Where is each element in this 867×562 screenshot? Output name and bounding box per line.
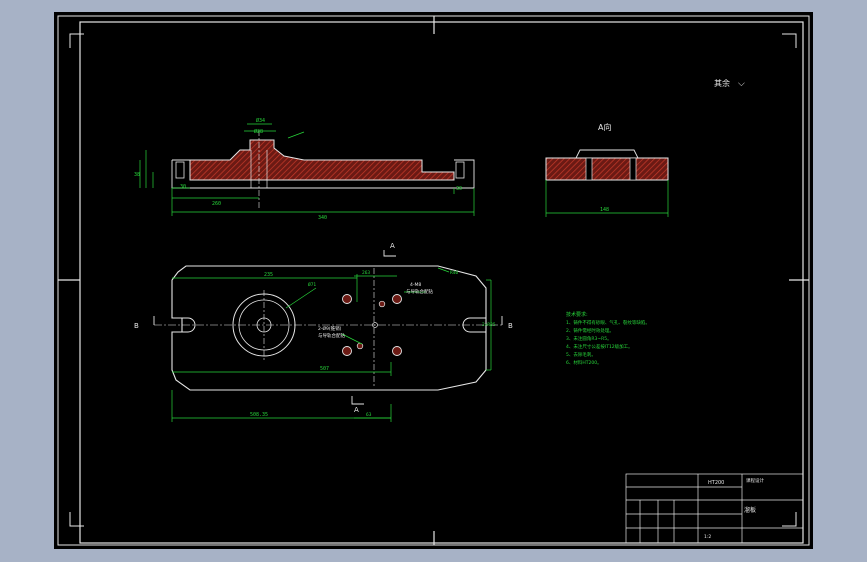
section-a-top: A xyxy=(390,242,395,250)
title-block xyxy=(625,473,804,544)
dim-diameter-28: Ø28 xyxy=(254,128,263,135)
section-b-right: B xyxy=(508,322,513,330)
callout-m8: 4-M8 xyxy=(410,282,421,288)
title-part-name: 溜板 xyxy=(744,506,756,514)
cad-drawing: 其余 ⌵ Ø34 Ø28 340 260 30 38 30 xyxy=(57,15,810,546)
dim-plan-263: 263 xyxy=(362,270,370,276)
tech-note-2: 2、铸件需经时效处理。 xyxy=(566,327,614,334)
tech-requirements: 技术要求: 1、铸件不得有砂眼、气孔、裂纹等缺陷。 2、铸件需经时效处理。 3、… xyxy=(566,311,650,366)
roughness-icon: ⌵ xyxy=(738,79,745,89)
section-a-bottom: A xyxy=(354,406,359,414)
tech-note-6: 6、材料HT200。 xyxy=(566,359,602,366)
title-material: HT200 xyxy=(708,480,724,486)
dim-plan-63: 63 xyxy=(366,412,372,418)
dim-side-width: 148 xyxy=(600,207,609,213)
dim-plan-235: 235 xyxy=(264,272,273,278)
dim-plan-slot: 2×R25 xyxy=(482,322,496,328)
section-b-left: B xyxy=(134,322,139,330)
dim-plan-bore: Ø71 xyxy=(308,281,316,288)
title-scale: 1:2 xyxy=(704,534,711,540)
outer-frame xyxy=(57,15,810,546)
drawing-sheet: 其余 ⌵ Ø34 Ø28 340 260 30 38 30 xyxy=(54,12,813,549)
view-a-label: A向 xyxy=(598,122,611,132)
dim-plan-507: 507 xyxy=(320,366,329,372)
callout-pin-note: 与导轨合配钻 xyxy=(318,332,345,339)
tech-title: 技术要求: xyxy=(566,311,588,318)
tech-note-5: 5、去除毛刺。 xyxy=(566,351,596,358)
plan-view: 235 263 507 508.35 63 2×R25 Ø71 R40 4-M8… xyxy=(154,265,502,422)
dim-overall-length: 340 xyxy=(318,215,327,221)
dim-lug: 30 xyxy=(180,184,186,190)
title-school: 课程设计 xyxy=(746,477,764,484)
front-section-view: Ø34 Ø28 340 260 30 38 30 xyxy=(134,117,475,221)
dim-plan-508: 508.35 xyxy=(250,412,268,418)
tech-note-3: 3、未注圆角R3~R5。 xyxy=(566,335,612,342)
callout-m8-note: 与导轨合配钻 xyxy=(406,288,433,295)
a-view: A向 148 xyxy=(545,122,669,217)
dim-height-a: 38 xyxy=(134,172,140,178)
tech-note-1: 1、铸件不得有砂眼、气孔、裂纹等缺陷。 xyxy=(566,319,650,326)
inner-frame xyxy=(79,21,804,544)
dim-plan-radius: R40 xyxy=(450,270,458,276)
dim-half-length: 260 xyxy=(212,201,221,207)
dim-height-b: 30 xyxy=(456,186,462,192)
finish-note: 其余 xyxy=(714,78,730,88)
callout-pin: 2-Ø9(锥销) xyxy=(318,325,342,332)
dim-diameter-34: Ø34 xyxy=(256,117,265,124)
section-markers xyxy=(153,250,503,405)
tech-note-4: 4、未注尺寸公差按IT12级加工。 xyxy=(566,343,633,350)
